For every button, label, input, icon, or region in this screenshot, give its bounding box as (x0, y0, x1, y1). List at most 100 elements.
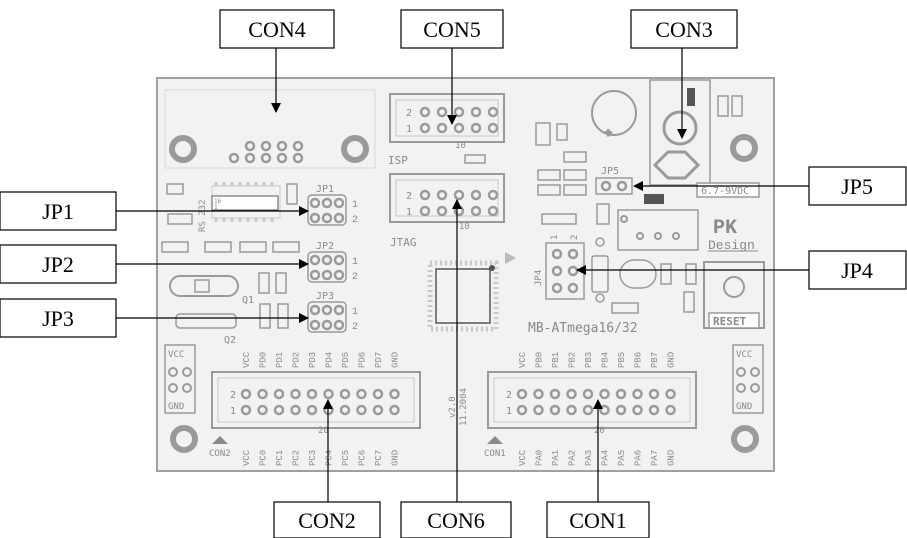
con1-pin-label: PA3 (584, 450, 594, 466)
callout-con3: CON3 (630, 9, 738, 49)
con2-pin-label: PD5 (341, 352, 351, 368)
con1-pin-label: PB6 (634, 352, 644, 368)
svg-text:1: 1 (550, 235, 560, 240)
con1-pin (582, 404, 594, 416)
con2-pin (306, 404, 318, 416)
con2-pin (290, 388, 301, 400)
svg-text:2: 2 (406, 191, 412, 202)
con1-pin-label: VCC (518, 449, 528, 466)
callout-con4: CON4 (219, 9, 335, 49)
svg-text:CON2: CON2 (209, 449, 231, 459)
mounting-hole-r (730, 134, 758, 162)
callout-jp3: JP3 (0, 298, 117, 338)
q1-label: Q1 (242, 295, 254, 306)
callout-con6: CON6 (400, 501, 512, 538)
svg-text:VCC: VCC (736, 350, 752, 360)
con1-pin-label: PB7 (650, 352, 660, 368)
con1-pin (648, 388, 660, 400)
con1-pin-label: PB2 (568, 352, 578, 368)
con2-pin (372, 388, 384, 400)
con2-pin-label: PC3 (308, 450, 318, 466)
power-label: 6.7-9VDC (701, 186, 749, 197)
con1-pin (533, 388, 544, 400)
con1-pin-label: PA5 (617, 450, 627, 466)
callout-jp5: JP5 (808, 166, 907, 206)
q2-label: Q2 (224, 335, 236, 346)
svg-text:RESET: RESET (713, 315, 746, 328)
svg-text:1: 1 (352, 200, 358, 211)
logo-design: Design (708, 238, 755, 253)
con1-pin-label: PB4 (601, 352, 611, 368)
con1-pin (632, 388, 643, 400)
con1-pin-label: PA0 (535, 450, 545, 466)
con1-pin (566, 388, 577, 400)
board-date: 11.2004 (459, 388, 469, 426)
board-model: MB-ATmega16/32 (528, 321, 638, 336)
isp-label: ISP (388, 154, 408, 167)
con1-pin-label: PB3 (584, 352, 594, 368)
con1-pin (549, 388, 561, 400)
con2-pin (273, 404, 285, 416)
logo-pk: PK (713, 217, 737, 240)
svg-text:CON1: CON1 (484, 449, 506, 459)
con1-pin (566, 404, 577, 416)
con1-pin-label: PA6 (634, 450, 644, 466)
svg-text:2: 2 (352, 322, 358, 333)
con2-pin (356, 388, 367, 400)
svg-text:JP1: JP1 (42, 199, 74, 224)
callout-jp1: JP1 (0, 191, 117, 231)
svg-text:2: 2 (352, 272, 358, 283)
con2-pin (257, 388, 268, 400)
jp1-silk: JP1 (316, 184, 334, 195)
con2-pin (240, 388, 252, 400)
jp2-silk: JP2 (316, 241, 334, 252)
svg-text:1: 1 (406, 207, 412, 218)
svg-text:1: 1 (230, 406, 236, 417)
con2-pin-label: PD4 (325, 352, 335, 368)
con2-pin (290, 404, 301, 416)
svg-text:CON5: CON5 (423, 17, 480, 42)
con2-pin-label: PC6 (358, 450, 368, 466)
svg-text:20: 20 (318, 426, 329, 436)
svg-text:20: 20 (594, 426, 605, 436)
jumper-row-numbers: 12 12 12 (352, 200, 358, 333)
con2-pin-label: PD0 (259, 352, 269, 368)
con2-pin (240, 404, 252, 416)
board-version: v2.0 (448, 396, 458, 418)
misc-parts (591, 237, 697, 314)
svg-text:GND: GND (168, 402, 184, 412)
con2-pin-label: VCC (242, 449, 252, 466)
svg-text:JP5: JP5 (841, 174, 873, 199)
mounting-hole-tr (341, 135, 369, 163)
con2-pin (372, 404, 384, 416)
callout-con2: CON2 (273, 501, 381, 538)
con1-pin-label: PA2 (568, 450, 578, 466)
jtag-label: JTAG (390, 236, 417, 249)
con2-pin (257, 404, 268, 416)
con2-pin-label: PD6 (358, 352, 368, 368)
svg-text:2: 2 (570, 235, 580, 240)
con1-pin (615, 404, 627, 416)
svg-text:VCC: VCC (168, 350, 184, 360)
svg-text:1: 1 (406, 124, 412, 135)
jumper-blocks-left (307, 194, 347, 333)
con2-pin-label: GND (391, 450, 401, 466)
con1-pin-label: GND (667, 352, 677, 368)
con1-pin-label: PB0 (535, 352, 545, 368)
con1-pin (632, 404, 643, 416)
mounting-hole-br (731, 425, 759, 453)
con1-pin-label: PB5 (617, 352, 627, 368)
svg-text:1: 1 (214, 204, 218, 211)
con1-pin-label: PB1 (551, 352, 561, 368)
svg-text:JP2: JP2 (42, 252, 74, 277)
svg-text:16: 16 (214, 198, 222, 205)
db9-connector (164, 89, 376, 169)
con2-pin-label: PD7 (374, 352, 384, 368)
con2-pin-label: PC5 (341, 450, 351, 466)
con1-pin (516, 404, 528, 416)
con1-pin (516, 388, 528, 400)
svg-text:2: 2 (406, 108, 412, 119)
svg-text:2: 2 (506, 390, 512, 401)
isp-pin-count: 10 (455, 141, 466, 151)
